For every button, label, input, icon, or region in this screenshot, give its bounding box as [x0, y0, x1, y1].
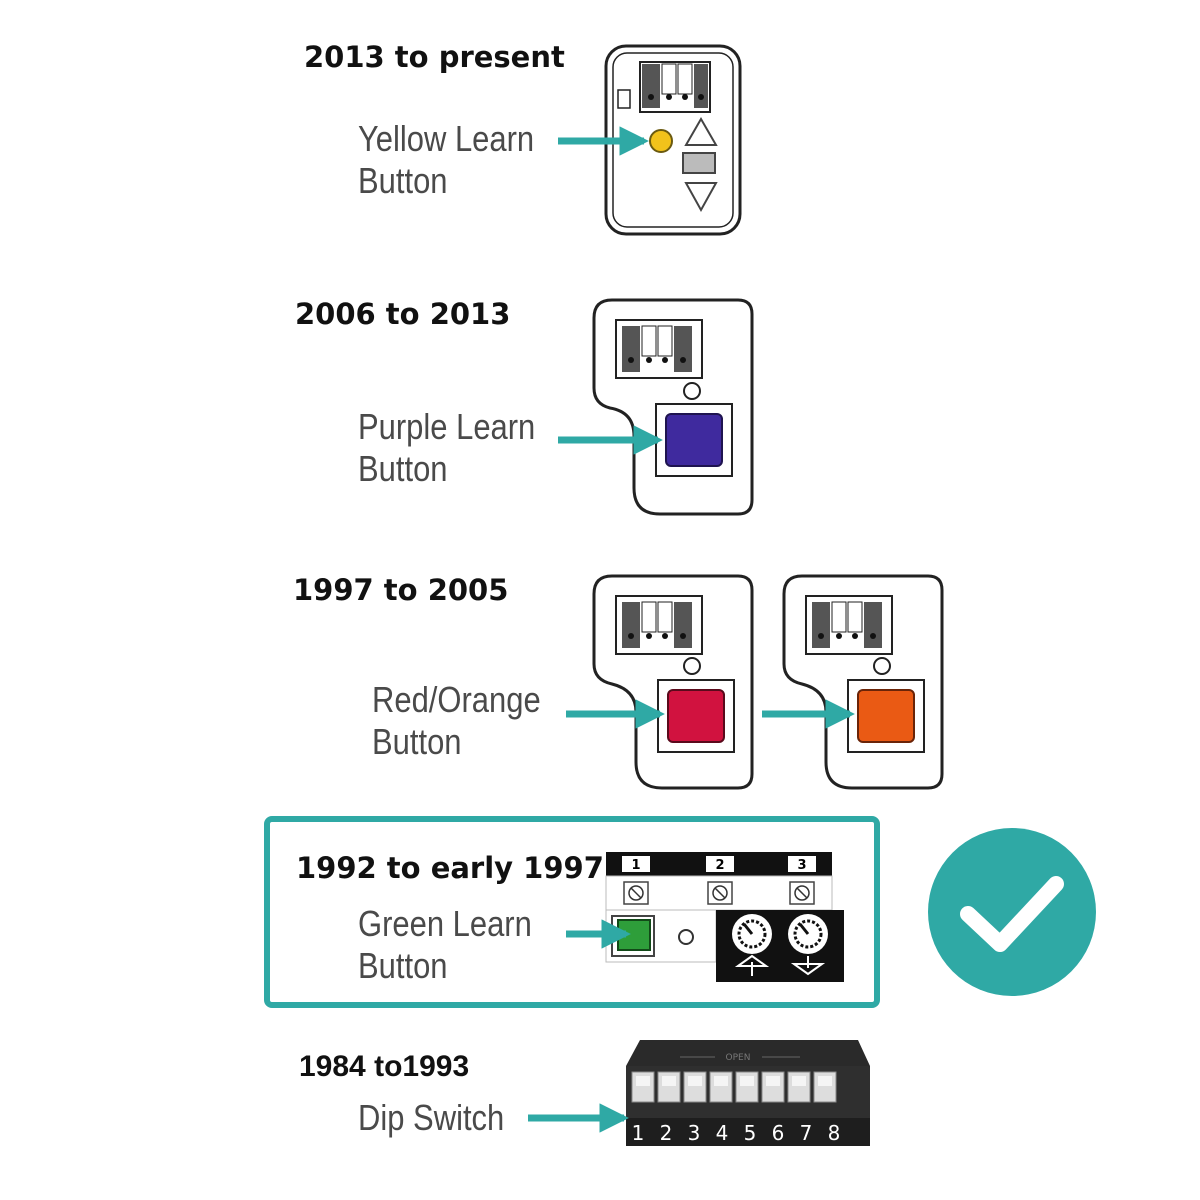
year-title-1984: 1984 to1993: [299, 1050, 470, 1083]
label-line: Button: [372, 721, 462, 762]
down-arrow-icon: [684, 182, 718, 213]
label-line: Purple Learn: [358, 406, 536, 447]
travel-dial-down-icon: [788, 914, 828, 976]
label-dip-switch: Dip Switch: [358, 1097, 504, 1139]
up-arrow-icon: [684, 116, 718, 146]
red-learn-button: [667, 689, 725, 743]
label-red-orange-button: Red/Orange Button: [372, 679, 541, 763]
screw-icon: [623, 881, 649, 905]
label-line: Green Learn: [358, 903, 532, 944]
label-line: Button: [358, 160, 448, 201]
wall-control-2006: [592, 298, 754, 516]
checkmark-icon: [960, 876, 1064, 952]
label-line: Yellow Learn: [358, 118, 535, 159]
selected-highlight-box: [264, 816, 880, 1008]
dip-toggle: [787, 1071, 811, 1103]
logic-board-1992: 1 2 3: [605, 852, 844, 982]
dip-toggle: [631, 1071, 655, 1103]
label-green-learn-button: Green Learn Button: [358, 903, 532, 987]
dip-number: 3: [688, 1121, 701, 1145]
dip-toggle: [657, 1071, 681, 1103]
dip-number: 1: [632, 1121, 645, 1145]
dip-toggle: [761, 1071, 785, 1103]
orange-learn-button: [857, 689, 915, 743]
selected-check-badge: [928, 828, 1096, 996]
dip-open-label: OPEN: [726, 1053, 751, 1063]
switch-number: 2: [715, 858, 724, 873]
dip-toggle: [683, 1071, 707, 1103]
dip-number: 7: [800, 1121, 813, 1145]
purple-learn-button: [665, 413, 723, 467]
dip-number: 4: [716, 1121, 729, 1145]
year-title-2013: 2013 to present: [304, 40, 565, 74]
dip-toggle: [735, 1071, 759, 1103]
dip-number: 5: [744, 1121, 757, 1145]
wall-control-1997-orange: [782, 574, 944, 790]
led-indicator: [678, 929, 694, 945]
label-yellow-learn-button: Yellow Learn Button: [358, 118, 534, 202]
terminal-block: [805, 595, 893, 655]
dip-number: 8: [828, 1121, 841, 1145]
year-title-1997: 1997 to 2005: [293, 573, 509, 607]
year-title-2006: 2006 to 2013: [295, 297, 511, 331]
wall-control-1997-red: [592, 574, 754, 790]
switch-number: 3: [797, 858, 806, 873]
travel-dial-up-icon: [732, 914, 772, 976]
year-title-1992: 1992 to early 1997: [296, 851, 604, 885]
label-purple-learn-button: Purple Learn Button: [358, 406, 535, 490]
light-button: [682, 152, 716, 174]
dip-toggle: [709, 1071, 733, 1103]
terminal-block: [615, 319, 703, 379]
screw-icon: [789, 881, 815, 905]
terminal-block: [639, 61, 711, 113]
yellow-learn-button: [649, 129, 673, 153]
switch-number: 1: [631, 858, 640, 873]
dip-switch-1984: OPEN 1 2 3 4 5 6 7 8: [626, 1040, 870, 1146]
screw-icon: [707, 881, 733, 905]
label-line: Button: [358, 448, 448, 489]
label-line: Dip Switch: [358, 1097, 505, 1138]
label-line: Red/Orange: [372, 679, 541, 720]
dip-number: 2: [660, 1121, 673, 1145]
terminal-block: [615, 595, 703, 655]
label-line: Button: [358, 945, 448, 986]
dip-toggle: [813, 1071, 837, 1103]
dip-number: 6: [772, 1121, 785, 1145]
